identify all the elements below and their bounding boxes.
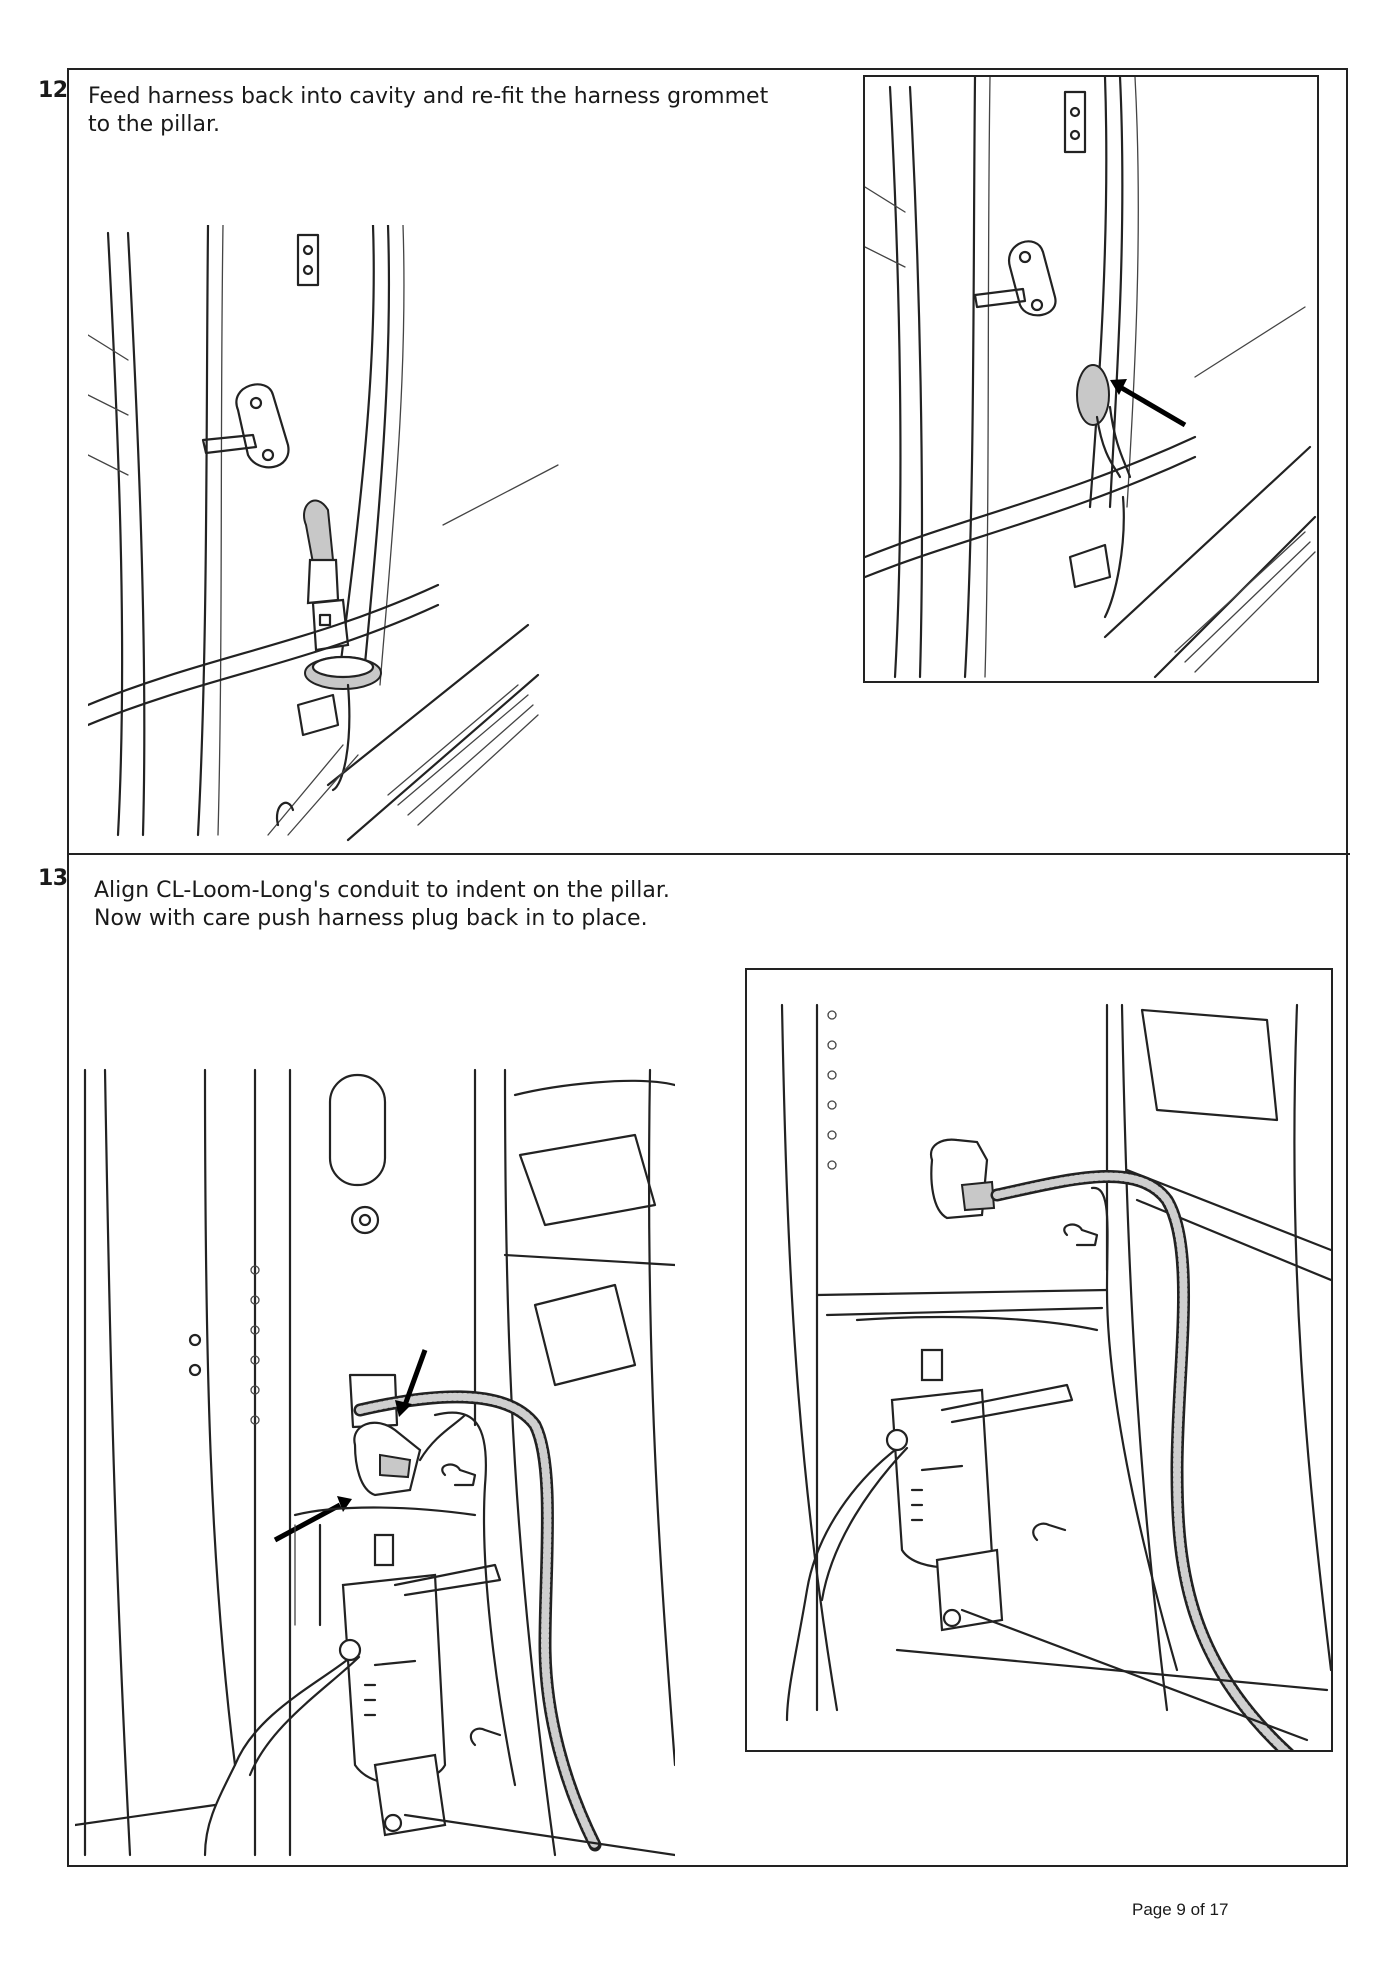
step-divider [67, 853, 1350, 855]
step-12-inset-illustration [863, 75, 1319, 683]
step-12-main-illustration [88, 225, 568, 845]
step-13-number: 13 [38, 866, 68, 891]
page-number: Page 9 of 17 [1132, 1900, 1229, 1919]
step-12-number: 12 [38, 78, 68, 103]
step-13-main-illustration [75, 1065, 675, 1860]
step-13-inset-illustration [745, 968, 1333, 1752]
step-13-instruction: Align CL-Loom-Long's conduit to indent o… [94, 878, 670, 931]
step-12-instruction: Feed harness back into cavity and re-fit… [88, 84, 769, 137]
page-frame [67, 68, 1348, 1867]
